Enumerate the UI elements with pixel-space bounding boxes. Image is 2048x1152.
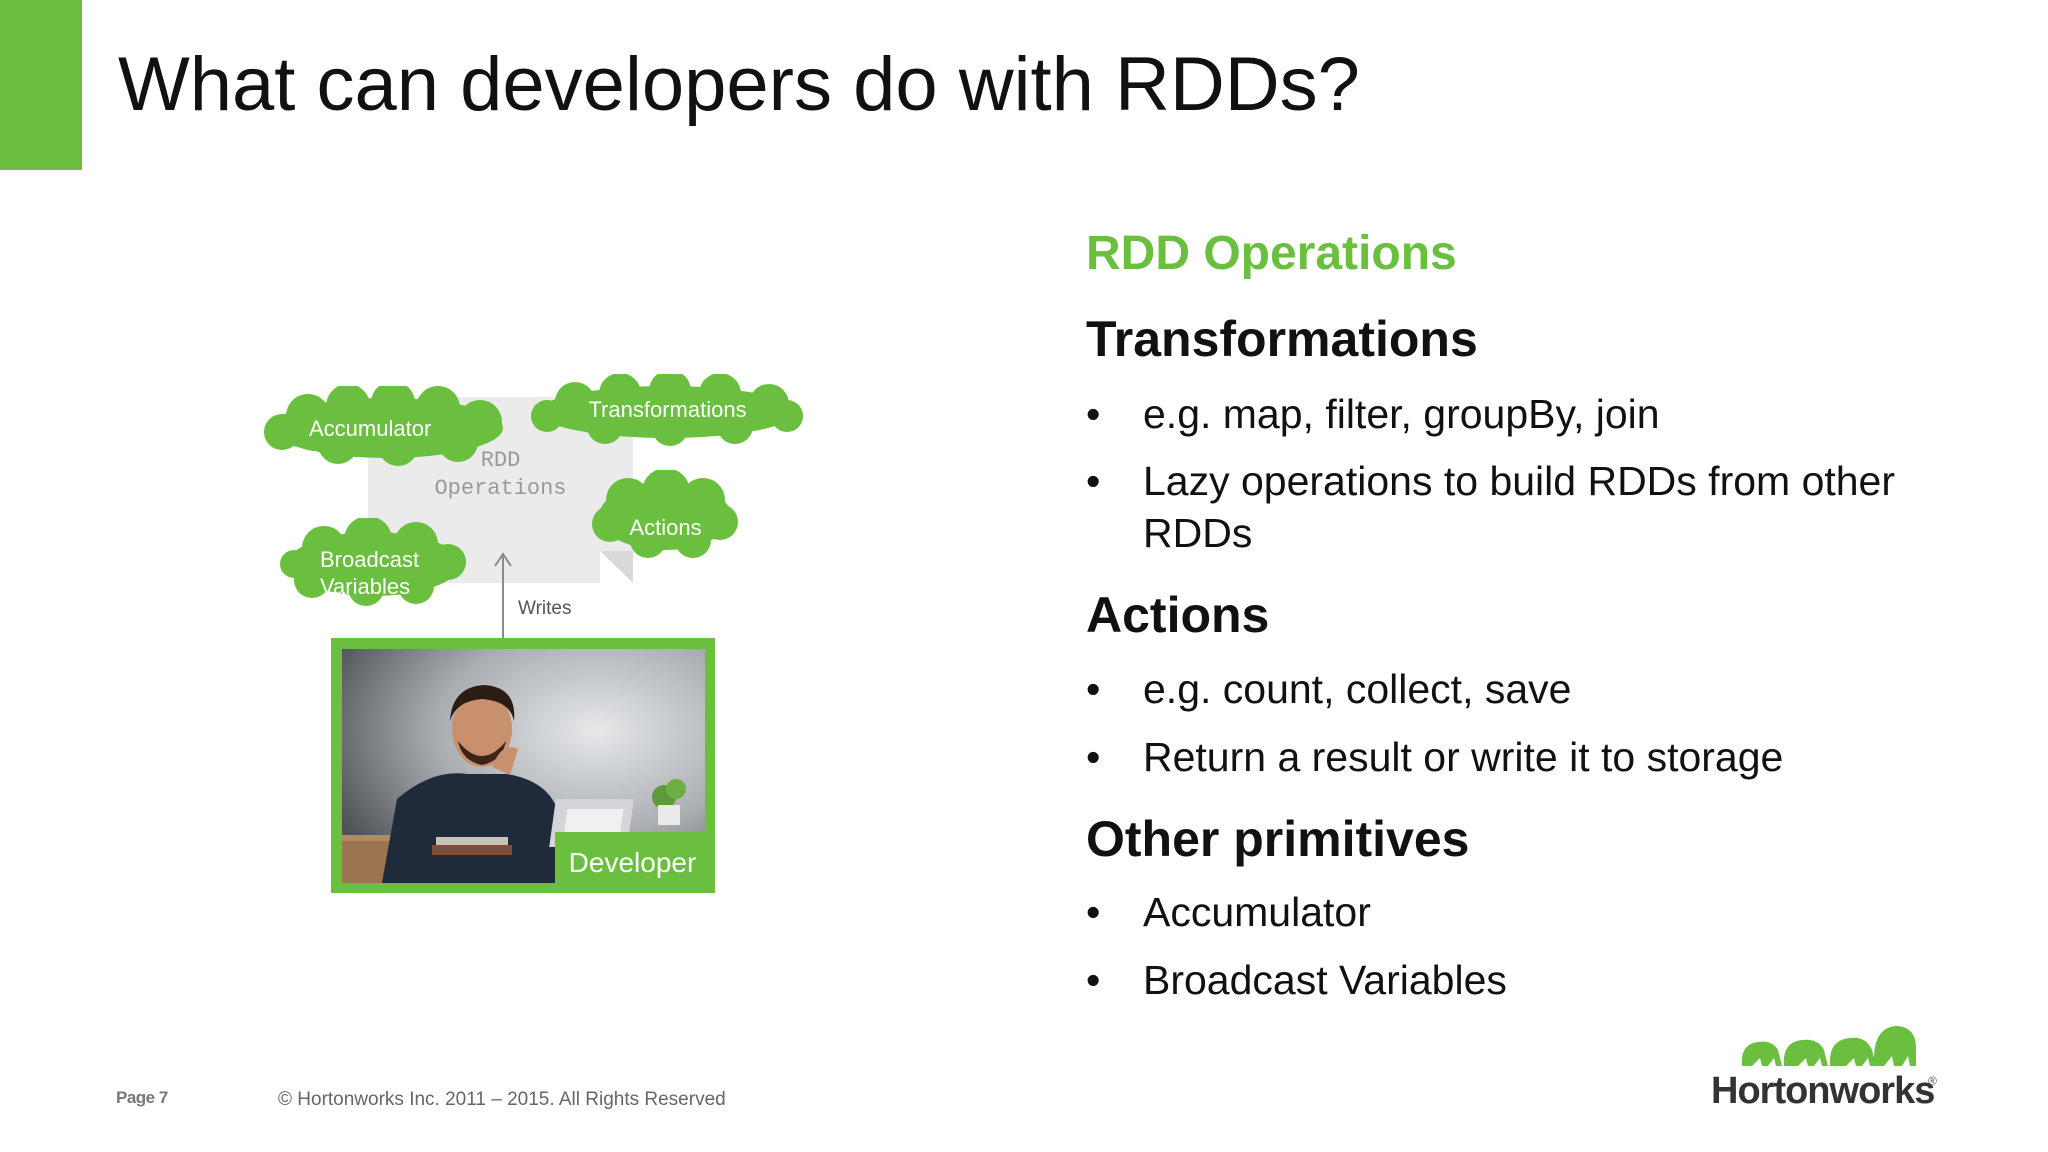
cloud-shape-transformations — [531, 374, 803, 446]
cloud-label-transformations: Transformations — [588, 397, 747, 422]
bullet-dot: • — [1086, 666, 1101, 712]
bullet-item: • Broadcast Variables — [1086, 954, 1966, 1006]
hortonworks-elephant-logo — [1741, 1026, 1916, 1066]
bullet-dot: • — [1086, 391, 1101, 437]
hortonworks-logo-text: Hortonworks — [1711, 1070, 1935, 1112]
bullet-dot: • — [1086, 458, 1101, 504]
bullet-text: e.g. count, collect, save — [1143, 666, 1572, 712]
developer-photo — [342, 649, 705, 883]
document-fold-corner — [600, 551, 633, 583]
developer-label-box — [555, 832, 710, 888]
slide-title: What can developers do with RDDs? — [118, 42, 1360, 127]
bullet-item: • Accumulator — [1086, 886, 1966, 938]
bullet-dot: • — [1086, 734, 1101, 780]
bullet-dot: • — [1086, 889, 1101, 935]
bullet-dot: • — [1086, 957, 1101, 1003]
cloud-label-actions: Actions — [629, 515, 702, 540]
cloud-shape-accumulator — [264, 386, 503, 466]
bullet-item: • e.g. map, filter, groupBy, join — [1086, 388, 1966, 440]
developer-illustration — [342, 649, 705, 883]
heading-transformations: Transformations — [1086, 311, 1478, 367]
accent-bar — [0, 0, 82, 170]
cloud-label-accumulator: Accumulator s — [309, 416, 432, 455]
bullet-text: Accumulator — [1143, 889, 1371, 935]
copyright-text: © Hortonworks Inc. 2011 – 2015. All Righ… — [278, 1089, 726, 1110]
bullet-item: • Return a result or write it to storage — [1086, 731, 1966, 783]
heading-actions: Actions — [1086, 587, 1270, 643]
bullet-text: Return a result or write it to storage — [1143, 734, 1784, 780]
writes-label: Writes — [518, 598, 572, 619]
page-number: Page 7 — [116, 1088, 168, 1107]
logo-registered-mark: ® — [1928, 1074, 1937, 1088]
document-label: RDD Operations — [434, 448, 567, 501]
bullet-text: Broadcast Variables — [1143, 957, 1507, 1003]
cloud-shape-broadcast — [280, 518, 466, 606]
bullet-item: • e.g. count, collect, save — [1086, 663, 1966, 715]
writes-arrow — [494, 552, 512, 640]
cloud-shape-actions — [592, 470, 738, 558]
heading-other-primitives: Other primitives — [1086, 811, 1470, 867]
title-band — [82, 0, 2048, 170]
bullet-text: e.g. map, filter, groupBy, join — [1143, 391, 1660, 437]
section-title: RDD Operations — [1086, 227, 1457, 280]
cloud-label-broadcast: Broadcast Variables — [320, 547, 420, 599]
bullet-text: Lazy operations to build RDDs from other… — [1143, 458, 1896, 556]
bullet-item: • Lazy operations to build RDDs from oth… — [1086, 455, 1966, 559]
developer-label: Developer — [568, 847, 697, 878]
